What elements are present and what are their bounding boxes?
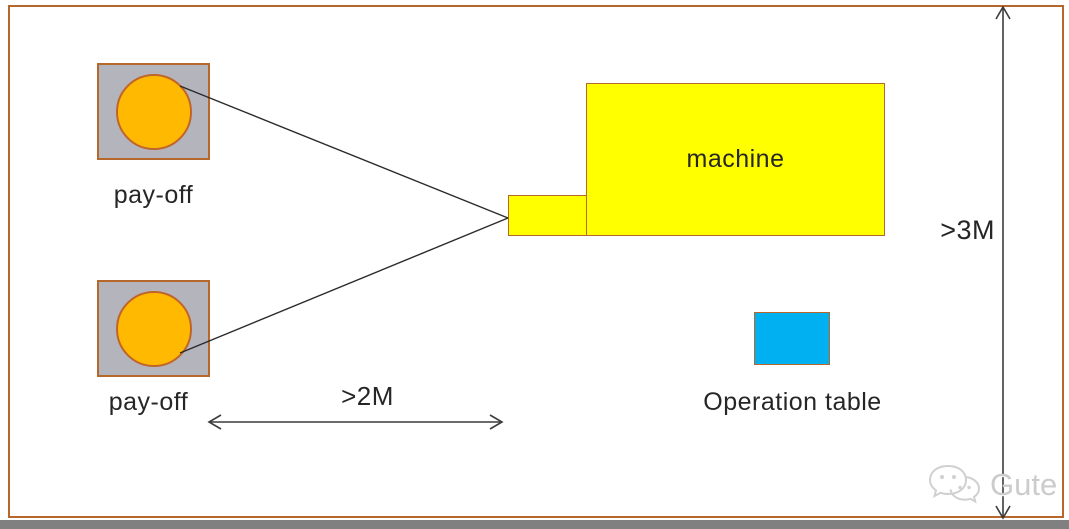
vertical-dimension-label: >3M xyxy=(940,215,995,245)
payoff-unit-top xyxy=(97,63,210,160)
payoff-reel-bottom xyxy=(116,291,192,367)
wechat-icon xyxy=(928,464,981,504)
watermark: Gute xyxy=(926,462,1057,508)
payoff-unit-bottom xyxy=(97,280,210,377)
operation-table-block xyxy=(754,312,830,365)
operation-table-label: Operation table xyxy=(703,388,882,416)
payoff-top-label: pay-off xyxy=(113,181,194,209)
payoff-bottom-label: pay-off xyxy=(108,388,189,416)
payoff-reel-top xyxy=(116,74,192,150)
watermark-text: Gute xyxy=(990,467,1058,502)
machine-feed-inlet xyxy=(508,195,587,236)
machine-label: machine xyxy=(686,145,785,173)
window-edge-strip xyxy=(0,520,1069,529)
horizontal-dimension-label: >2M xyxy=(341,381,394,411)
machine-block: machine xyxy=(586,83,885,236)
